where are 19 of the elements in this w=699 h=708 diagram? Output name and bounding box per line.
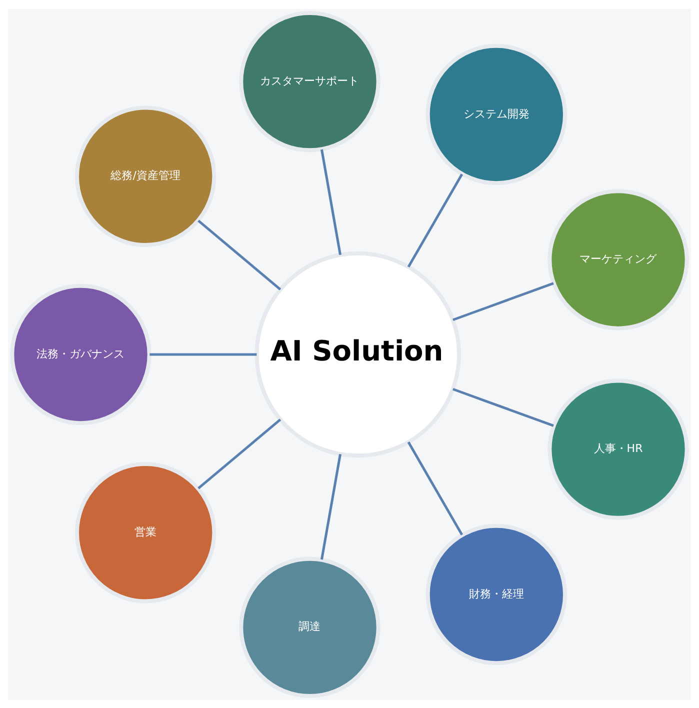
node-circle: カスタマーサポート [239,10,380,152]
connector [320,148,342,255]
node-circle: AI Solution [254,250,461,458]
connector [150,352,257,356]
connector [452,387,554,426]
node-circle: マーケティング [548,188,689,330]
node-circle: 人事・HR [548,378,689,520]
connector [407,441,464,535]
node-circle: 財務・経理 [426,523,567,665]
connector [198,418,282,489]
connector [320,453,342,560]
node-circle: 営業 [74,462,216,603]
node-circle: 法務・ガバナンス [10,283,152,425]
connector [452,282,554,321]
node-circle: 総務/資産管理 [74,105,216,246]
node-circle: システム開発 [426,43,567,185]
node-circle: 調達 [239,556,380,698]
connector [198,219,282,290]
connector [407,173,464,267]
